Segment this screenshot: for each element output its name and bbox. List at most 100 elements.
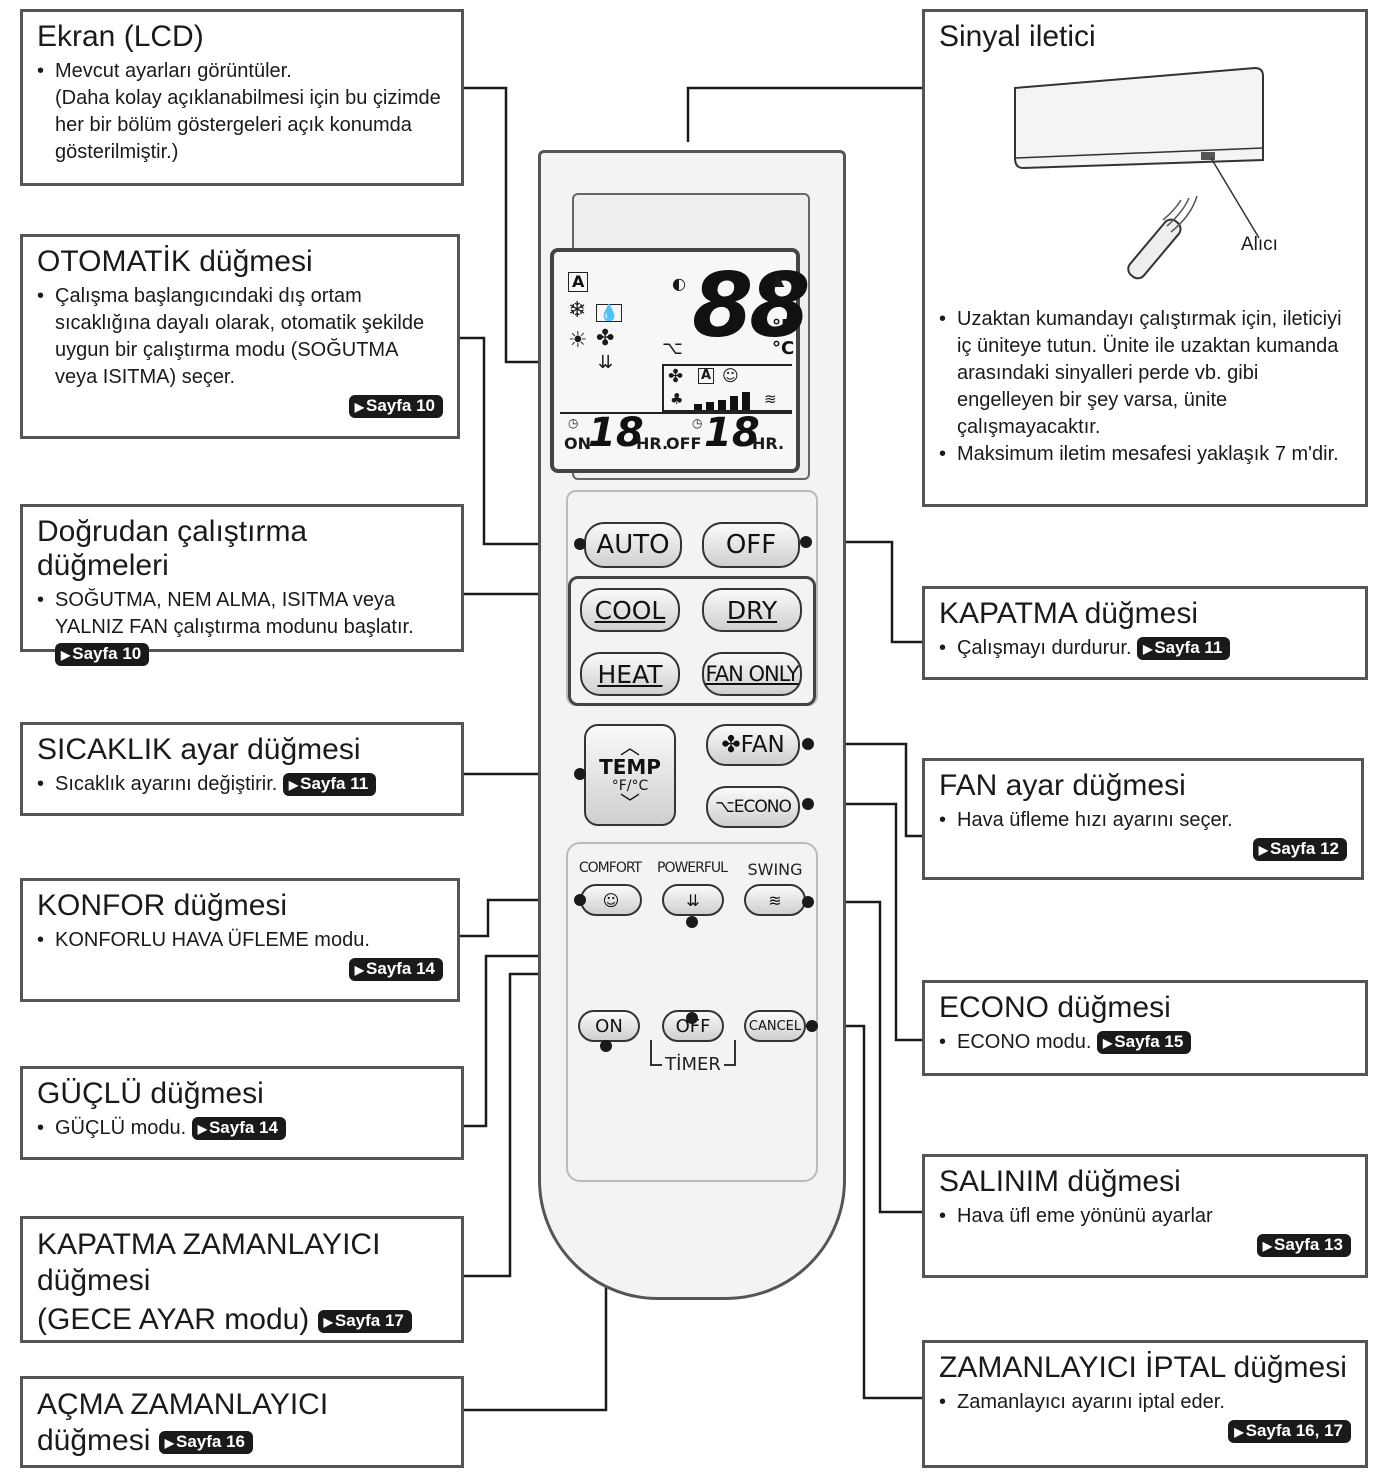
swing-callout-title: SALINIM düğmesi (939, 1165, 1181, 1198)
swing-callout-dot (802, 896, 814, 908)
offtimer-callout-title: KAPATMA ZAMANLAYICI düğmesi (37, 1228, 381, 1297)
fan-auto-indicator: A (698, 368, 715, 384)
on-timer-label: ON (564, 434, 591, 453)
off-page-ref[interactable]: Sayfa 11 (1137, 637, 1231, 661)
fahrenheit-label: °F (772, 316, 794, 337)
cancel-timer-button[interactable]: CANCEL (744, 1010, 806, 1042)
snowflake-icon: ❄ (568, 298, 587, 323)
off-timer-label: OFF (666, 434, 702, 453)
comfort-icon: ☺ (602, 890, 620, 910)
temp-down-icon: ﹀ (620, 791, 640, 815)
temp-callout-dot (574, 768, 586, 780)
econo-page-ref[interactable]: Sayfa 15 (1097, 1031, 1192, 1055)
off-button[interactable]: OFF (702, 522, 800, 568)
cool-button[interactable]: COOL (580, 588, 680, 632)
powerful-callout: GÜÇLÜ düğmesi GÜÇLÜ modu. Sayfa 14 (20, 1066, 464, 1160)
direct-callout-text: SOĞUTMA, NEM ALMA, ISITMA veya YALNIZ FA… (55, 589, 414, 638)
on-timer-clock-icon: ◷ (568, 416, 579, 430)
swing-label: SWING (747, 860, 803, 879)
comfort-label: COMFORT (578, 860, 642, 876)
auto-page-ref[interactable]: Sayfa 10 (348, 395, 443, 419)
fan-only-button[interactable]: FAN ONLY (702, 652, 802, 696)
auto-callout: OTOMATİK düğmesi Çalışma başlangıcındaki… (20, 234, 460, 439)
ontimer-callout: AÇMA ZAMANLAYICI düğmesi Sayfa 16 (20, 1376, 464, 1468)
indoor-unit-illustration (1014, 66, 1264, 280)
auto-callout-dot (574, 538, 586, 550)
temp-button[interactable]: ︿ TEMP °F/°C ﹀ (584, 724, 676, 826)
off-timer-clock-icon: ◷ (692, 416, 703, 430)
signal-callout-text2: Maksimum iletim mesafesi yaklaşık 7 m'di… (939, 441, 1351, 468)
heat-button[interactable]: HEAT (580, 652, 680, 696)
lcd-callout-note: (Daha kolay açıklanabilmesi için bu çizi… (55, 87, 441, 163)
direct-callout: Doğrudan çalıştırma düğmeleri SOĞUTMA, N… (20, 504, 464, 667)
timer-label: TİMER (662, 1054, 724, 1075)
fan-page-ref[interactable]: Sayfa 12 (1252, 838, 1347, 862)
off-callout-text: Çalışmayı durdurur. (957, 637, 1132, 659)
ontimer-page-ref[interactable]: Sayfa 16 (158, 1430, 253, 1454)
econo-callout-title: ECONO düğmesi (939, 991, 1171, 1024)
powerful-page-ref[interactable]: Sayfa 14 (191, 1117, 286, 1141)
celsius-label: °C (772, 338, 795, 359)
fan-speed-area: ✤ A ☺ ♣ ≋ (662, 364, 792, 412)
comfort-callout-text: KONFORLU HAVA ÜFLEME modu. (37, 927, 443, 954)
swing-icon: ≋ (768, 890, 782, 910)
comfort-page-ref[interactable]: Sayfa 14 (348, 958, 443, 982)
off-timer-value: 18 (704, 410, 760, 456)
temp-callout-text: Sıcaklık ayarını değiştirir. (55, 773, 278, 795)
cancel-page-ref[interactable]: Sayfa 16, 17 (1228, 1420, 1351, 1444)
powerful-icon: ⇊ (598, 352, 614, 373)
swing-page-ref[interactable]: Sayfa 13 (1256, 1234, 1351, 1258)
fan-callout: FAN ayar düğmesi Hava üfleme hızı ayarın… (922, 758, 1364, 880)
offtimer-callout-dot (686, 1012, 698, 1024)
ontimer-callout-title2: düğmesi (37, 1424, 151, 1457)
powerful-button[interactable]: ⇊ (662, 884, 724, 916)
comfort-callout: KONFOR düğmesi KONFORLU HAVA ÜFLEME modu… (20, 878, 460, 1002)
tree-icon: ♣ (670, 390, 684, 408)
offtimer-callout: KAPATMA ZAMANLAYICI düğmesi (GECE AYAR m… (20, 1216, 464, 1343)
lcd-display: A ❄ 💧 ☀ ✤ ⇊ ◐ ⌥ 88 ▲ °F °C ✤ A ☺ ♣ ≋ ◷ O… (550, 248, 810, 473)
powerful-callout-title: GÜÇLÜ düğmesi (37, 1077, 264, 1110)
temp-unit-label: °F/°C (611, 778, 649, 794)
direct-page-ref[interactable]: Sayfa 10 (55, 643, 150, 667)
econo-callout-dot (802, 798, 814, 810)
ontimer-callout-title: AÇMA ZAMANLAYICI (37, 1388, 329, 1421)
off-callout-dot (800, 536, 812, 548)
on-timer-button[interactable]: ON (578, 1010, 640, 1042)
up-arrow-icon: ▲ (772, 270, 785, 289)
auto-button[interactable]: AUTO (584, 522, 682, 568)
temperature-digits: 88 (692, 254, 810, 357)
temp-callout-title: SICAKLIK ayar düğmesi (37, 733, 361, 766)
dry-mode-icon: 💧 (596, 304, 622, 322)
swing-indicator-icon: ≋ (764, 390, 777, 408)
cancel-callout-text: Zamanlayıcı ayarını iptal eder. (939, 1389, 1351, 1416)
off-timer-hr: HR. (752, 434, 785, 453)
fan-button-label: FAN (740, 732, 785, 758)
cancel-callout-title: ZAMANLAYICI İPTAL düğmesi (939, 1351, 1347, 1384)
econo-button[interactable]: ⌥ECONO (706, 786, 800, 828)
ontimer-callout-dot (600, 1040, 612, 1052)
fan-button[interactable]: ✤FAN (706, 724, 800, 766)
dry-button[interactable]: DRY (702, 588, 802, 632)
receiver-label: Alıcı (1241, 234, 1278, 255)
powerful-callout-dot (686, 916, 698, 928)
swing-button[interactable]: ≋ (744, 884, 806, 916)
temp-callout: SICAKLIK ayar düğmesi Sıcaklık ayarını d… (20, 722, 464, 816)
swing-callout-text: Hava üfl eme yönünü ayarlar (939, 1203, 1351, 1230)
econo-button-label: ECONO (733, 797, 792, 817)
on-timer-value: 18 (588, 410, 644, 456)
temp-page-ref[interactable]: Sayfa 11 (282, 773, 377, 797)
fan-callout-dot (802, 738, 814, 750)
powerful-callout-text: GÜÇLÜ modu. (55, 1117, 187, 1139)
lcd-callout: Ekran (LCD) Mevcut ayarları görüntüler. … (20, 9, 464, 186)
lcd-divider (560, 412, 792, 414)
econo-button-icon: ⌥ (715, 797, 735, 817)
lcd-callout-text: Mevcut ayarları görüntüler. (37, 58, 447, 85)
lcd-callout-title: Ekran (LCD) (37, 20, 204, 53)
comfort-button[interactable]: ☺ (580, 884, 642, 916)
fan-callout-text: Hava üfleme hızı ayarını seçer. (939, 807, 1347, 834)
comfort-indicator-icon: ◐ (672, 274, 686, 293)
signal-callout: Sinyal iletici Alıcı Uzaktan kumandayı ç… (922, 9, 1368, 507)
auto-callout-text: Çalışma başlangıcındaki dış ortam sıcakl… (37, 283, 443, 391)
offtimer-page-ref[interactable]: Sayfa 17 (317, 1309, 412, 1333)
on-timer-hr: HR. (636, 434, 669, 453)
